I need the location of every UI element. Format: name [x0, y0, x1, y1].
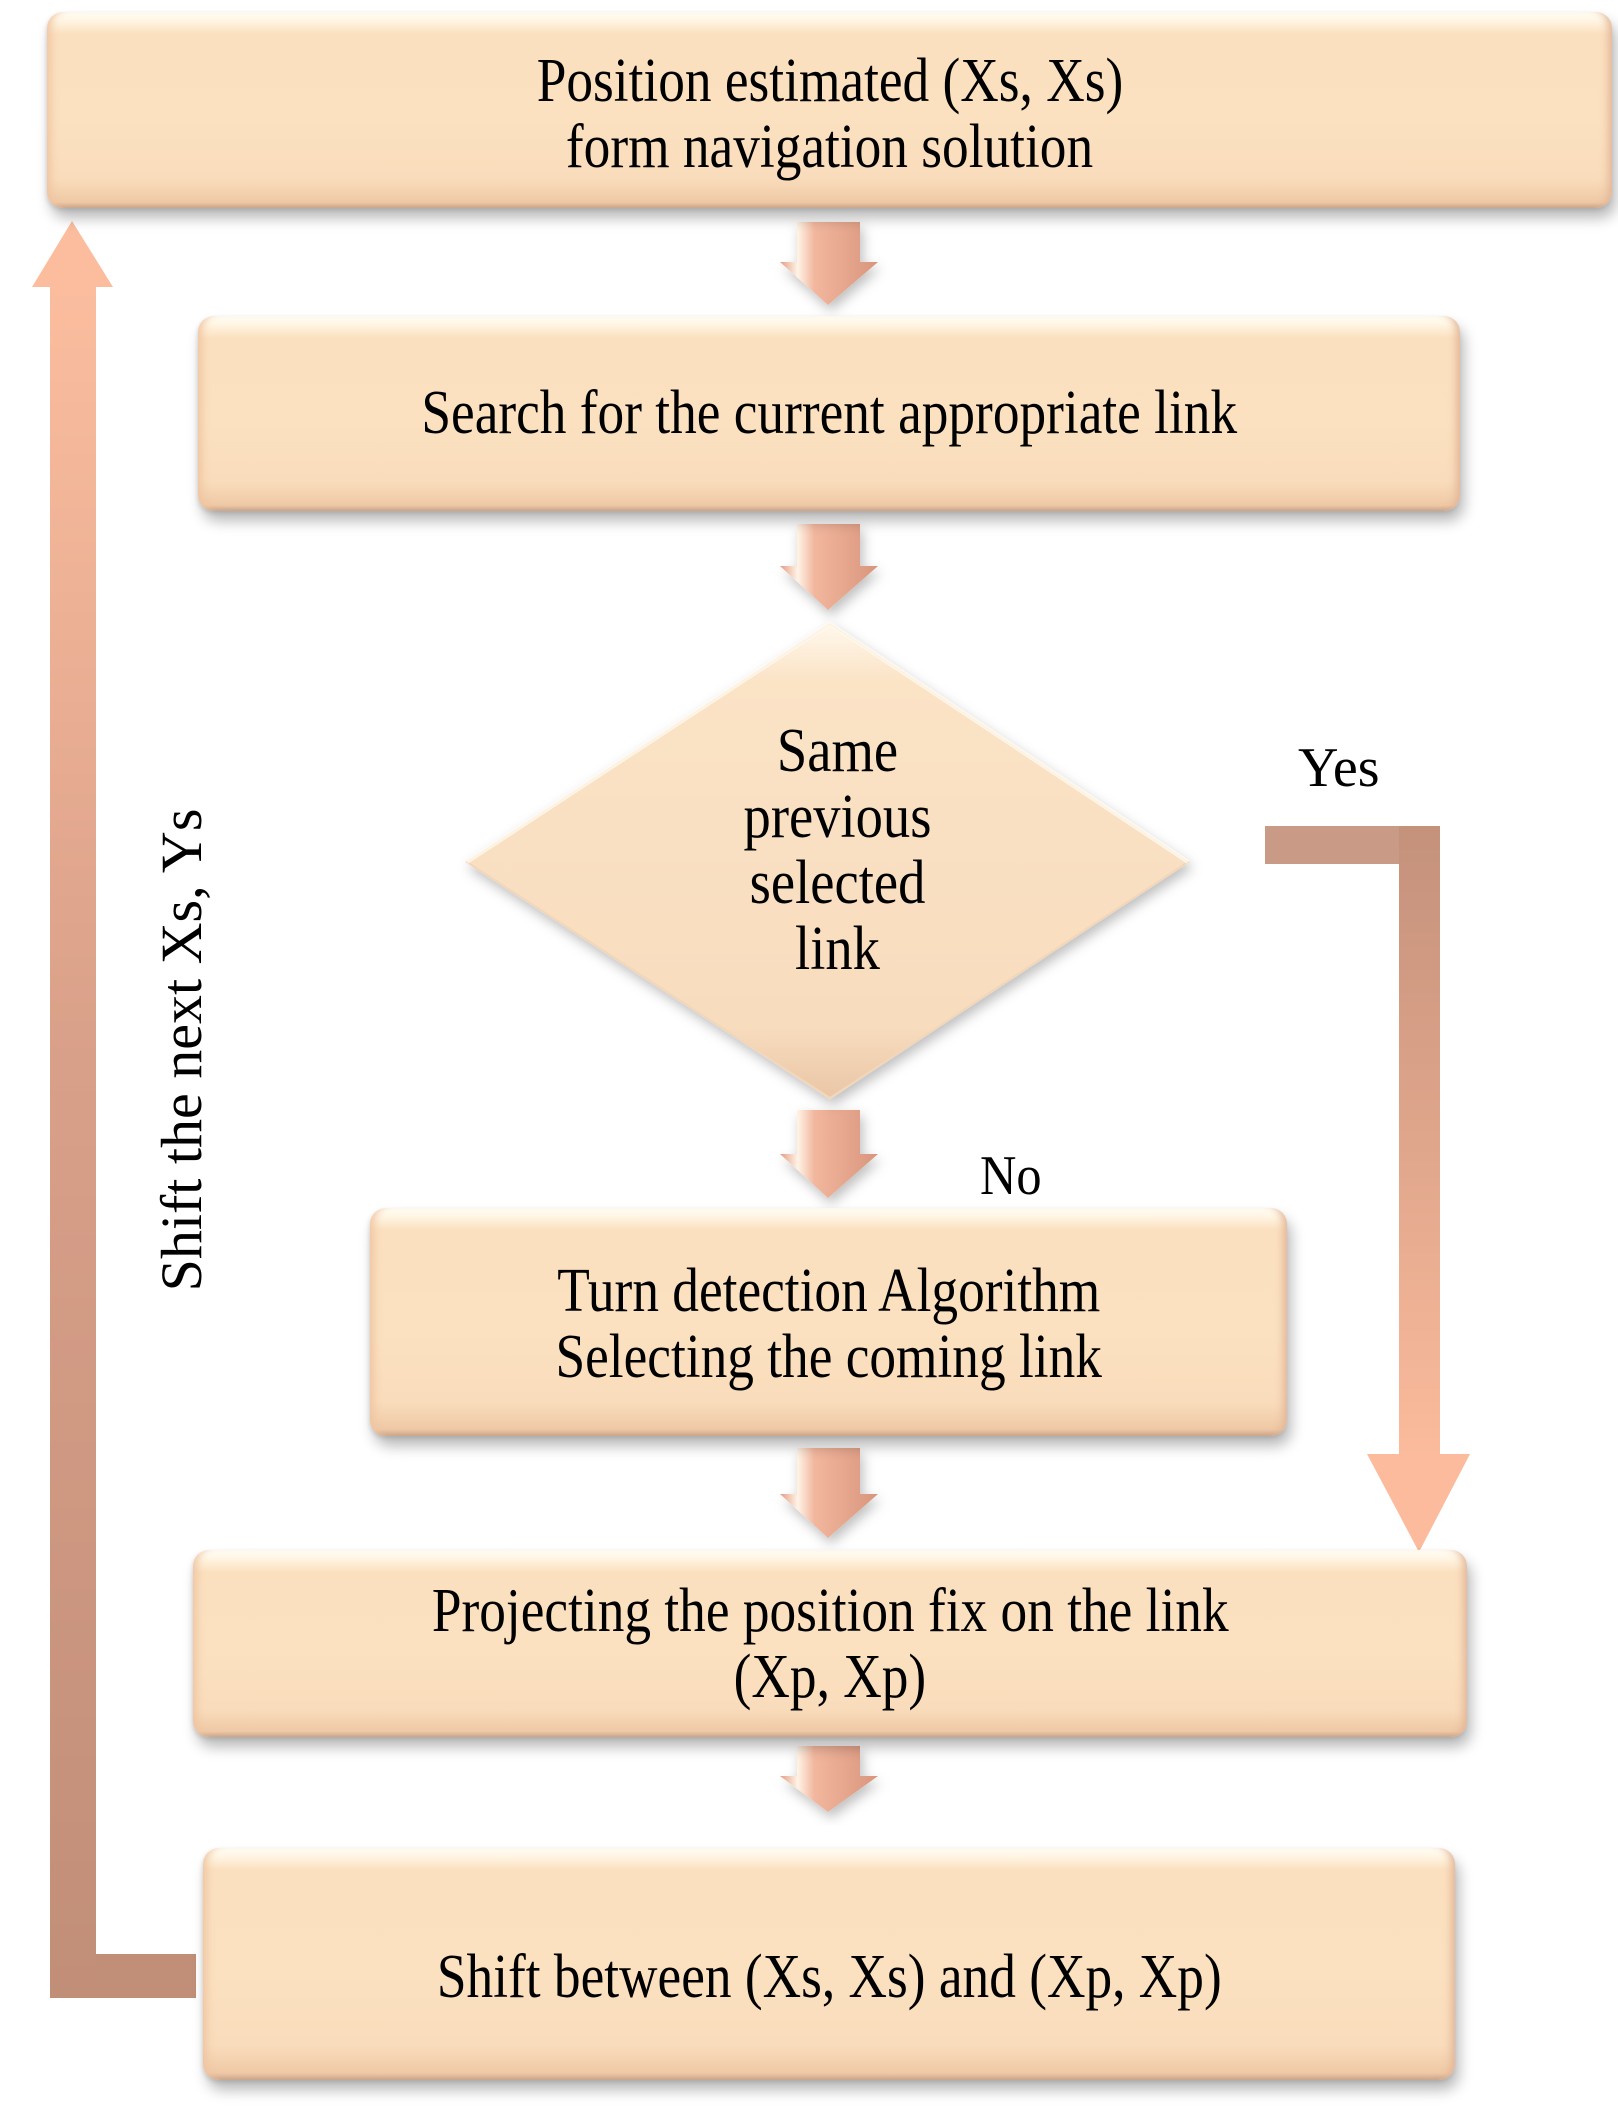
no-label: No [980, 1145, 1042, 1207]
text-line: Turn detection Algorithm [556, 1257, 1101, 1325]
decision-text: Same previous selected link [700, 718, 975, 982]
step-search-link: Search for the current appropriate link [198, 316, 1460, 511]
step-shift: Shift between (Xs, Xs) and (Xp, Xp) [203, 1848, 1455, 2080]
feedback-label: Shift the next Xs, Ys [149, 808, 214, 1292]
step-turn-detection: Turn detection Algorithm Selecting the c… [370, 1208, 1287, 1436]
step-projecting-text: Projecting the position fix on the link … [193, 1578, 1467, 1710]
down-arrow-5 [780, 1746, 878, 1812]
text-line: Search for the current appropriate link [421, 379, 1237, 447]
down-arrow-4 [780, 1448, 878, 1538]
step-turn-detection-text: Turn detection Algorithm Selecting the c… [370, 1258, 1287, 1390]
text-line: selected [749, 849, 926, 917]
step-search-link-text: Search for the current appropriate link [198, 380, 1460, 446]
down-arrow-1 [780, 222, 878, 305]
text-line: Projecting the position fix on the link [431, 1577, 1229, 1645]
step-estimate-position: Position estimated (Xs, Xs) form navigat… [47, 12, 1612, 208]
yes-label: Yes [1298, 737, 1380, 799]
text-line: Shift between (Xs, Xs) and (Xp, Xp) [436, 1943, 1222, 2011]
feedback-connector [32, 221, 196, 1998]
text-line: Same [776, 717, 899, 785]
text-line: (Xp, Xp) [733, 1643, 927, 1711]
yes-connector [1265, 826, 1470, 1552]
text-line: Selecting the coming link [555, 1323, 1102, 1391]
text-line: form navigation solution [565, 113, 1094, 181]
step-estimate-position-text: Position estimated (Xs, Xs) form navigat… [47, 48, 1612, 180]
step-shift-text: Shift between (Xs, Xs) and (Xp, Xp) [203, 1944, 1455, 2010]
decision-diamond [465, 621, 1190, 1100]
down-arrow-2 [780, 524, 878, 610]
text-line: link [795, 915, 880, 983]
text-line: previous [743, 783, 932, 851]
text-line: Position estimated (Xs, Xs) [536, 47, 1123, 115]
down-arrow-3 [780, 1110, 878, 1198]
step-projecting: Projecting the position fix on the link … [193, 1550, 1467, 1737]
